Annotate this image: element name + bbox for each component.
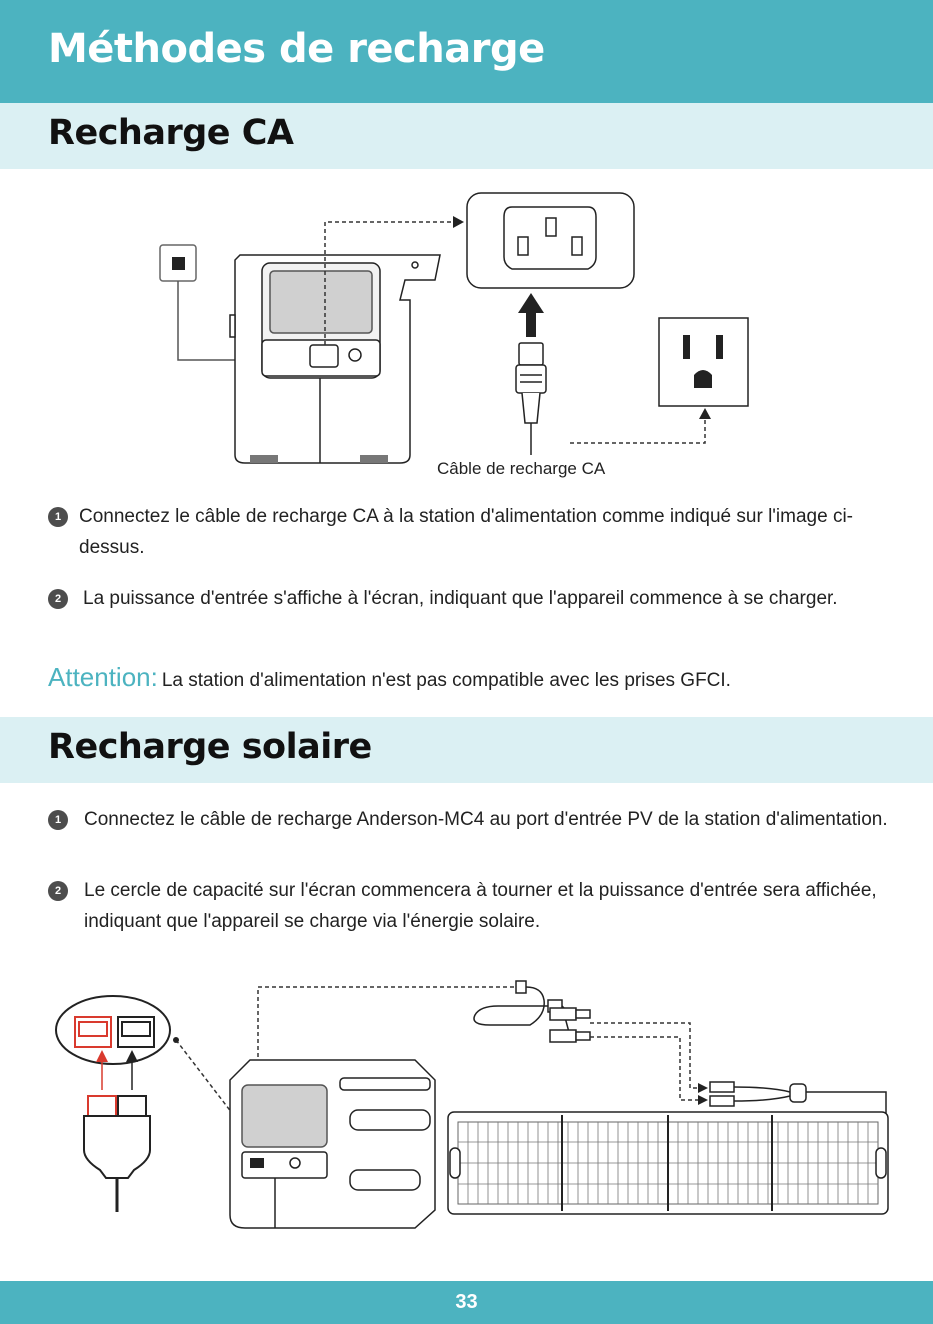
ac-step-2: 2 La puissance d'entrée s'affiche à l'éc… bbox=[48, 583, 888, 614]
ac-cable-caption: Câble de recharge CA bbox=[437, 459, 606, 478]
step-text: Le cercle de capacité sur l'écran commen… bbox=[84, 880, 877, 932]
step-number-badge: 1 bbox=[48, 507, 68, 527]
step-text: La puissance d'entrée s'affiche à l'écra… bbox=[83, 588, 838, 609]
attention-label: Attention: bbox=[48, 662, 158, 692]
solar-step-1: 1 Connectez le câble de recharge Anderso… bbox=[48, 804, 908, 835]
power-station-icon bbox=[229, 254, 441, 464]
page-footer-banner: 33 bbox=[0, 1281, 933, 1324]
power-station-icon bbox=[229, 1059, 436, 1229]
anderson-mc4-cable-icon bbox=[473, 980, 591, 1043]
ac-step-1: 1 Connectez le câble de recharge CA à la… bbox=[48, 501, 888, 563]
solar-section-title: Recharge solaire bbox=[48, 727, 372, 767]
wall-outlet-icon bbox=[658, 317, 749, 407]
step-text: Connectez le câble de recharge Anderson-… bbox=[84, 809, 888, 830]
solar-step-2: 2 Le cercle de capacité sur l'écran comm… bbox=[48, 875, 908, 937]
anderson-connector-icon bbox=[55, 995, 171, 1212]
solar-section-header: Recharge solaire bbox=[0, 717, 933, 783]
step-number-badge: 1 bbox=[48, 810, 68, 830]
solar-charging-illustration bbox=[50, 970, 910, 1235]
ac-section-title: Recharge CA bbox=[48, 113, 294, 153]
step-number-badge: 2 bbox=[48, 589, 68, 609]
step-number-badge: 2 bbox=[48, 881, 68, 901]
attention-text: La station d'alimentation n'est pas comp… bbox=[161, 670, 731, 691]
ac-cable-plug-icon bbox=[515, 342, 547, 455]
page-header-banner: Méthodes de recharge bbox=[0, 0, 933, 103]
ac-charging-illustration bbox=[150, 185, 770, 490]
solar-panel-icon bbox=[447, 1111, 889, 1215]
page-number: 33 bbox=[455, 1291, 478, 1313]
attention-note: Attention:La station d'alimentation n'es… bbox=[48, 662, 731, 693]
iec-socket-icon bbox=[466, 192, 635, 289]
step-text: Connectez le câble de recharge CA à la s… bbox=[79, 506, 853, 558]
ac-section-header: Recharge CA bbox=[0, 103, 933, 169]
page-title: Méthodes de recharge bbox=[48, 26, 545, 72]
